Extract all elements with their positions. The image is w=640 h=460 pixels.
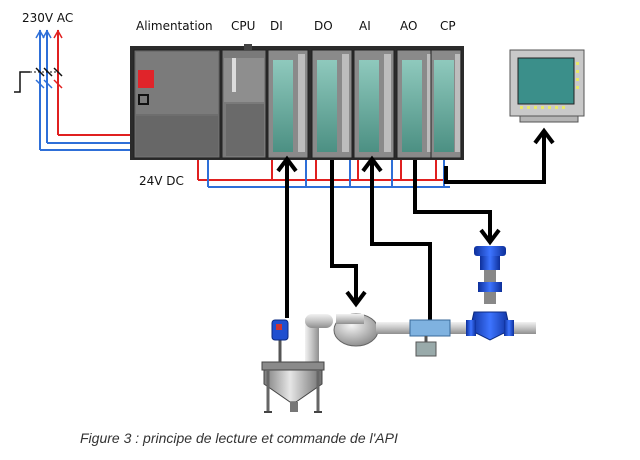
psu-module (133, 49, 221, 159)
do-module (311, 49, 353, 159)
ao-label: AO (400, 19, 418, 33)
cp-to-hmi-arrow (444, 132, 546, 184)
di-label: DI (270, 19, 283, 33)
pump (333, 313, 379, 347)
hmi-monitor (509, 49, 585, 123)
ac-label: 230V AC (22, 11, 74, 25)
ai-module (353, 49, 395, 159)
level-sensor (271, 319, 289, 362)
di-module (267, 49, 309, 159)
dc-power-wiring (197, 160, 450, 188)
cpu-module (221, 44, 267, 159)
cp-label: CP (440, 19, 456, 33)
process-equipment (261, 246, 536, 413)
dc-label: 24V DC (139, 174, 184, 188)
flowmeter (409, 319, 451, 357)
ac-power-wiring (14, 29, 132, 151)
cpu-label: CPU (231, 19, 256, 33)
flowmeter-to-ai-arrow (370, 160, 432, 320)
do-label: DO (314, 19, 333, 33)
do-to-pump-arrow (330, 160, 358, 302)
tank (261, 361, 325, 413)
signal-arrows (276, 127, 555, 320)
ai-label: AI (359, 19, 371, 33)
control-valve (466, 246, 514, 341)
figure-caption: Figure 3 : principe de lecture et comman… (80, 430, 398, 446)
plc-rack (130, 44, 464, 160)
psu-label: Alimentation (136, 19, 213, 33)
cp-module (430, 49, 462, 159)
ao-module (396, 49, 438, 159)
ao-to-valve-arrow (413, 160, 492, 240)
